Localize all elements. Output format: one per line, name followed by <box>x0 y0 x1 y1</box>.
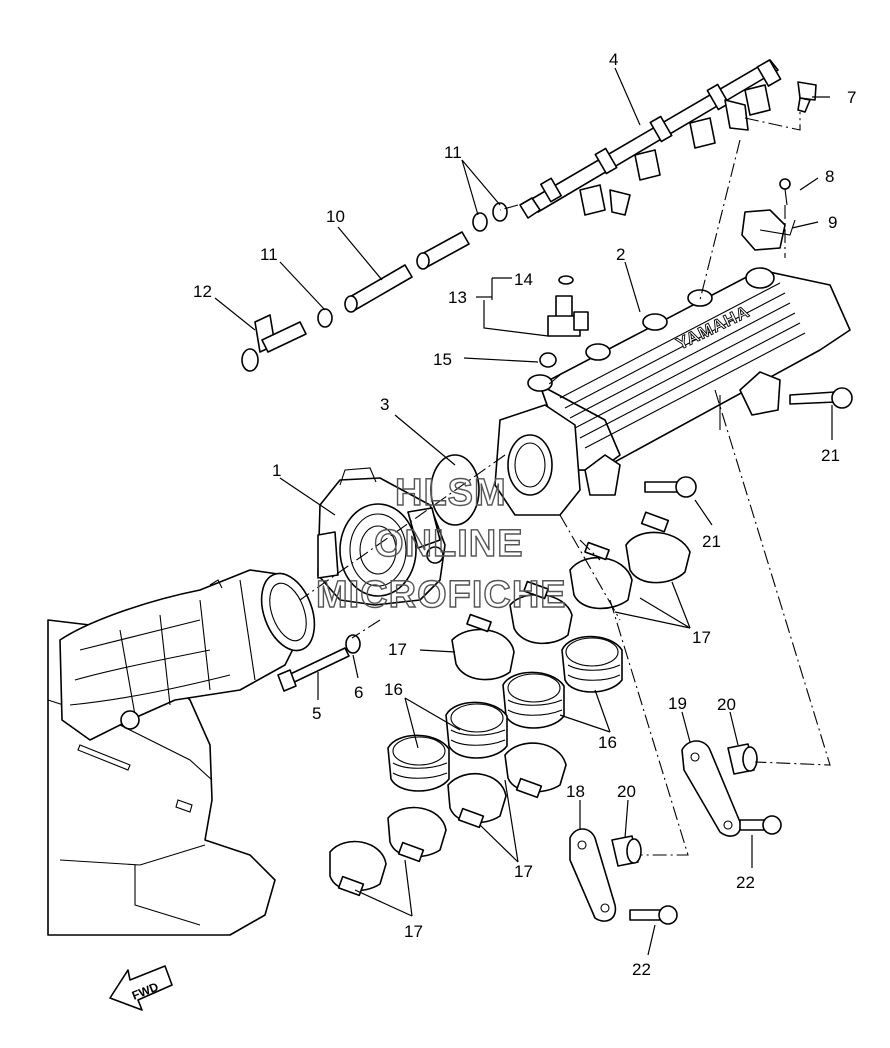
joint-16-set <box>387 635 623 792</box>
bolt-22-lower <box>629 905 678 925</box>
hose-clamps-11 <box>317 202 508 328</box>
joint-16-4 <box>387 734 450 792</box>
bracket-18 <box>569 828 617 922</box>
callout-6: 6 <box>354 683 363 702</box>
callout-7: 7 <box>847 88 856 107</box>
watermark-line-2: ONLINE <box>374 523 524 565</box>
joint-16-3 <box>445 701 508 759</box>
callout-20-left: 20 <box>617 782 636 801</box>
callout-11-lower: 11 <box>260 245 278 264</box>
fuel-rail <box>519 59 782 219</box>
callout-11-upper: 11 <box>444 143 462 162</box>
clamp-17-3 <box>509 580 573 645</box>
callout-17-left: 17 <box>388 640 407 659</box>
callout-16-right: 16 <box>598 733 617 752</box>
callout-labels: 1 2 3 4 5 6 7 8 9 10 11 11 12 13 14 15 1… <box>193 50 856 979</box>
callout-3: 3 <box>380 395 389 414</box>
clamp-17-4 <box>451 613 515 681</box>
intake-manifold: YAMAHA <box>494 267 851 516</box>
forward-direction-arrow: FWD <box>109 965 173 1011</box>
screw-8 <box>779 178 791 206</box>
bolt-21-upper <box>789 387 853 409</box>
throttle-body <box>317 467 446 606</box>
clamp-17-1 <box>625 511 691 584</box>
callout-12: 12 <box>193 282 212 301</box>
clamp-17-set <box>329 511 691 897</box>
clamp-17-7 <box>387 806 447 863</box>
callout-10: 10 <box>326 207 345 226</box>
callout-19: 19 <box>668 694 687 713</box>
callout-18: 18 <box>566 782 585 801</box>
watermark-line-3: MICROFICHE <box>316 574 567 616</box>
leader-lines <box>214 67 833 956</box>
callout-5: 5 <box>312 704 321 723</box>
bolt-21-lower <box>644 476 697 498</box>
o-ring-14 <box>558 275 574 285</box>
bolt-22-upper <box>739 815 782 835</box>
watermark-line-1: HLSM <box>395 472 507 514</box>
bolt-7 <box>797 81 817 113</box>
callout-17-bottom: 17 <box>404 922 423 941</box>
damper-20-right <box>727 743 758 775</box>
joint-16-1 <box>561 635 623 693</box>
callout-20-right: 20 <box>717 695 736 714</box>
callout-16-left: 16 <box>384 680 403 699</box>
map-sensor-9 <box>741 209 796 251</box>
callout-2: 2 <box>616 245 625 264</box>
fuel-injector-13 <box>547 295 589 337</box>
watermark: HLSM ONLINE MICROFICHE <box>315 471 567 616</box>
clamp-17-5 <box>504 742 567 799</box>
callout-17-right: 17 <box>692 628 711 647</box>
callout-9: 9 <box>828 213 837 232</box>
callout-21-lower: 21 <box>702 532 721 551</box>
center-lines <box>299 112 831 856</box>
seal-15 <box>539 352 557 368</box>
joint-16-2 <box>502 671 565 729</box>
callout-15: 15 <box>433 350 452 369</box>
callout-22-right: 22 <box>736 873 755 892</box>
callout-4: 4 <box>609 50 618 69</box>
bolt-5 <box>277 647 350 692</box>
callout-8: 8 <box>825 167 834 186</box>
hose-fitting-12 <box>241 314 307 372</box>
callout-1: 1 <box>272 461 281 480</box>
callout-17-mid: 17 <box>514 862 533 881</box>
callout-14: 14 <box>514 270 533 289</box>
fuel-hose-10 <box>344 231 470 313</box>
airbox-assembly <box>47 569 316 936</box>
callout-21-upper: 21 <box>821 446 840 465</box>
clamp-17-6 <box>447 772 507 829</box>
callout-13: 13 <box>448 288 467 307</box>
clamp-17-8 <box>329 840 387 897</box>
washer-6 <box>345 634 361 654</box>
damper-20-left <box>611 835 642 867</box>
callout-22-left: 22 <box>632 960 651 979</box>
clamp-17-2 <box>569 541 633 610</box>
